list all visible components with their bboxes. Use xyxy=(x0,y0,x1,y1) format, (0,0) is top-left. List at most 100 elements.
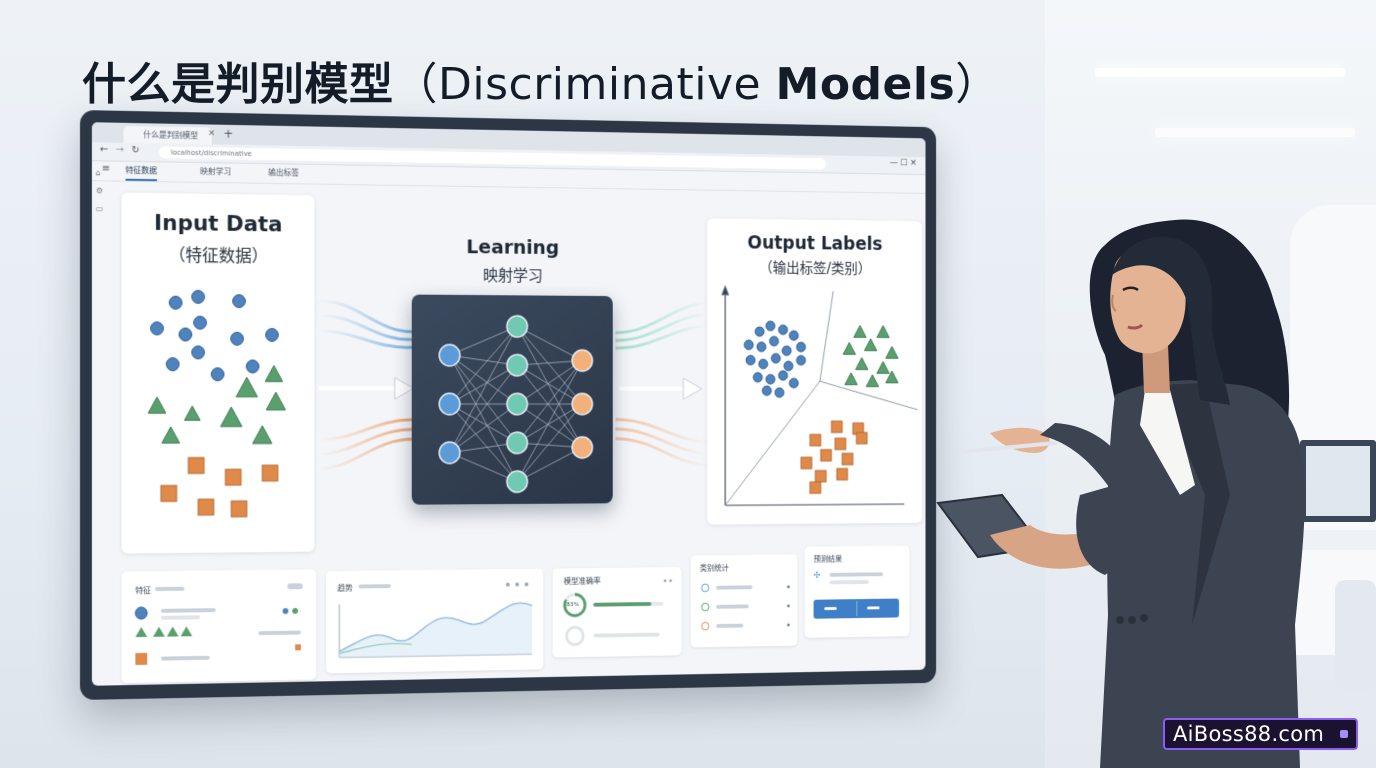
watermark-text: AiBoss88.com xyxy=(1173,722,1325,746)
circle-point xyxy=(266,328,279,341)
circle-point xyxy=(779,371,788,381)
triangle-point xyxy=(866,375,878,387)
circle-point xyxy=(782,346,791,356)
network-node xyxy=(572,393,592,414)
ceiling-light xyxy=(1095,68,1345,77)
output-labels-panel: Output Labels （输出标签/类别） xyxy=(707,218,922,525)
circle-point xyxy=(194,316,207,329)
network-edge xyxy=(517,360,582,481)
flow-arrows xyxy=(92,180,926,620)
square-point xyxy=(835,438,846,449)
circle-point xyxy=(762,386,771,396)
pen-hand xyxy=(958,423,1130,495)
neck-and-face xyxy=(1110,249,1186,393)
circle-point xyxy=(759,359,768,369)
output-scatter xyxy=(707,218,922,524)
circle-point xyxy=(744,340,753,350)
circle-point xyxy=(192,346,205,359)
square-point xyxy=(198,499,214,515)
browser-tab[interactable]: 什么是判别模型 xyxy=(123,125,212,145)
trend-card: 趋势 xyxy=(325,568,544,674)
circle-point xyxy=(753,373,762,383)
tab-input-data[interactable]: 特征数据 xyxy=(125,164,158,182)
triangle-point xyxy=(864,339,876,351)
close-tab-icon[interactable]: × xyxy=(207,128,216,139)
circle-point xyxy=(789,331,798,341)
square-point xyxy=(231,501,247,517)
network-edge xyxy=(450,355,518,482)
square-point xyxy=(815,470,826,481)
home-icon[interactable]: ⌂ xyxy=(95,168,101,178)
reload-icon[interactable]: ↻ xyxy=(131,144,140,157)
accuracy-value: 83% xyxy=(566,601,579,609)
square-point xyxy=(837,468,848,479)
triangle-point xyxy=(877,362,889,374)
features-card: 特征 xyxy=(121,569,317,684)
browser-tab-label: 什么是判别模型 xyxy=(143,130,199,141)
circle-point xyxy=(766,321,775,331)
network-node xyxy=(507,471,528,492)
input-arrow xyxy=(318,377,413,399)
monitor-screen: 什么是判别模型 × + ← → ↻ localhost/discriminati… xyxy=(91,122,926,686)
forward-icon[interactable]: → xyxy=(115,144,124,156)
accuracy-card: 模型准确率 83% xyxy=(552,567,682,658)
placeholder-bar xyxy=(829,580,869,585)
triangle-point xyxy=(266,392,285,410)
back-icon[interactable]: ← xyxy=(99,144,109,156)
triangle-point xyxy=(253,426,272,444)
circle-point xyxy=(233,295,246,308)
class-count-list xyxy=(691,554,790,647)
triangle-point xyxy=(886,346,898,358)
network-node xyxy=(572,437,592,458)
circle-point xyxy=(797,356,806,366)
background-desk xyxy=(1280,530,1376,550)
circle-point xyxy=(746,355,755,365)
circle-point xyxy=(166,358,179,371)
network-edge xyxy=(517,365,582,404)
class-count-card: 类别统计 xyxy=(690,554,798,648)
tab-learning[interactable]: 映射学习 xyxy=(200,166,232,177)
learning-subtitle: 映射学习 xyxy=(482,265,543,285)
new-tab-icon[interactable]: + xyxy=(223,126,234,141)
circle-point xyxy=(755,327,764,337)
triangle-point xyxy=(856,358,868,370)
circle-point xyxy=(231,332,244,345)
circle-point xyxy=(797,342,806,352)
network-edge xyxy=(517,326,582,447)
circle-point xyxy=(151,322,164,335)
monitor-frame: 什么是判别模型 × + ← → ↻ localhost/discriminati… xyxy=(80,110,937,700)
tab-output[interactable]: 输出标签 xyxy=(268,168,300,178)
predict-button[interactable] xyxy=(813,598,900,619)
prediction-card: 预测结果 ✣ xyxy=(804,545,910,638)
circle-point xyxy=(779,325,788,335)
network-node xyxy=(439,442,460,464)
page-title: 什么是判别模型（Discriminative Models） xyxy=(82,59,1000,110)
circle-point xyxy=(789,378,798,388)
input-scatter xyxy=(122,193,315,554)
circle-point xyxy=(771,354,780,364)
network-node xyxy=(507,355,528,376)
circle-point xyxy=(179,328,192,341)
circle-point xyxy=(784,361,793,371)
ceiling-light xyxy=(1155,128,1355,137)
network-node xyxy=(572,350,592,371)
circle-point xyxy=(757,342,766,352)
square-point xyxy=(262,465,277,481)
window-controls[interactable]: — ☐ ✕ xyxy=(889,158,917,169)
watermark-dot-icon xyxy=(1340,730,1348,738)
jacket-buttons xyxy=(1116,614,1148,624)
network-node xyxy=(507,316,528,337)
network-edge xyxy=(450,404,518,443)
triangle-point xyxy=(148,397,166,413)
neural-network-box xyxy=(411,294,613,505)
network-edge xyxy=(517,404,582,443)
feature-legend xyxy=(122,569,301,666)
watermark-badge: AiBoss88.com xyxy=(1163,718,1358,750)
input-data-panel: Input Data （特征数据） xyxy=(121,192,315,554)
network-node xyxy=(439,393,460,414)
presenter-illustration xyxy=(936,219,1305,768)
triangle-point xyxy=(843,342,855,354)
nodes-icon: ✣ xyxy=(813,571,821,581)
square-point xyxy=(831,421,842,432)
circle-point xyxy=(169,296,182,309)
